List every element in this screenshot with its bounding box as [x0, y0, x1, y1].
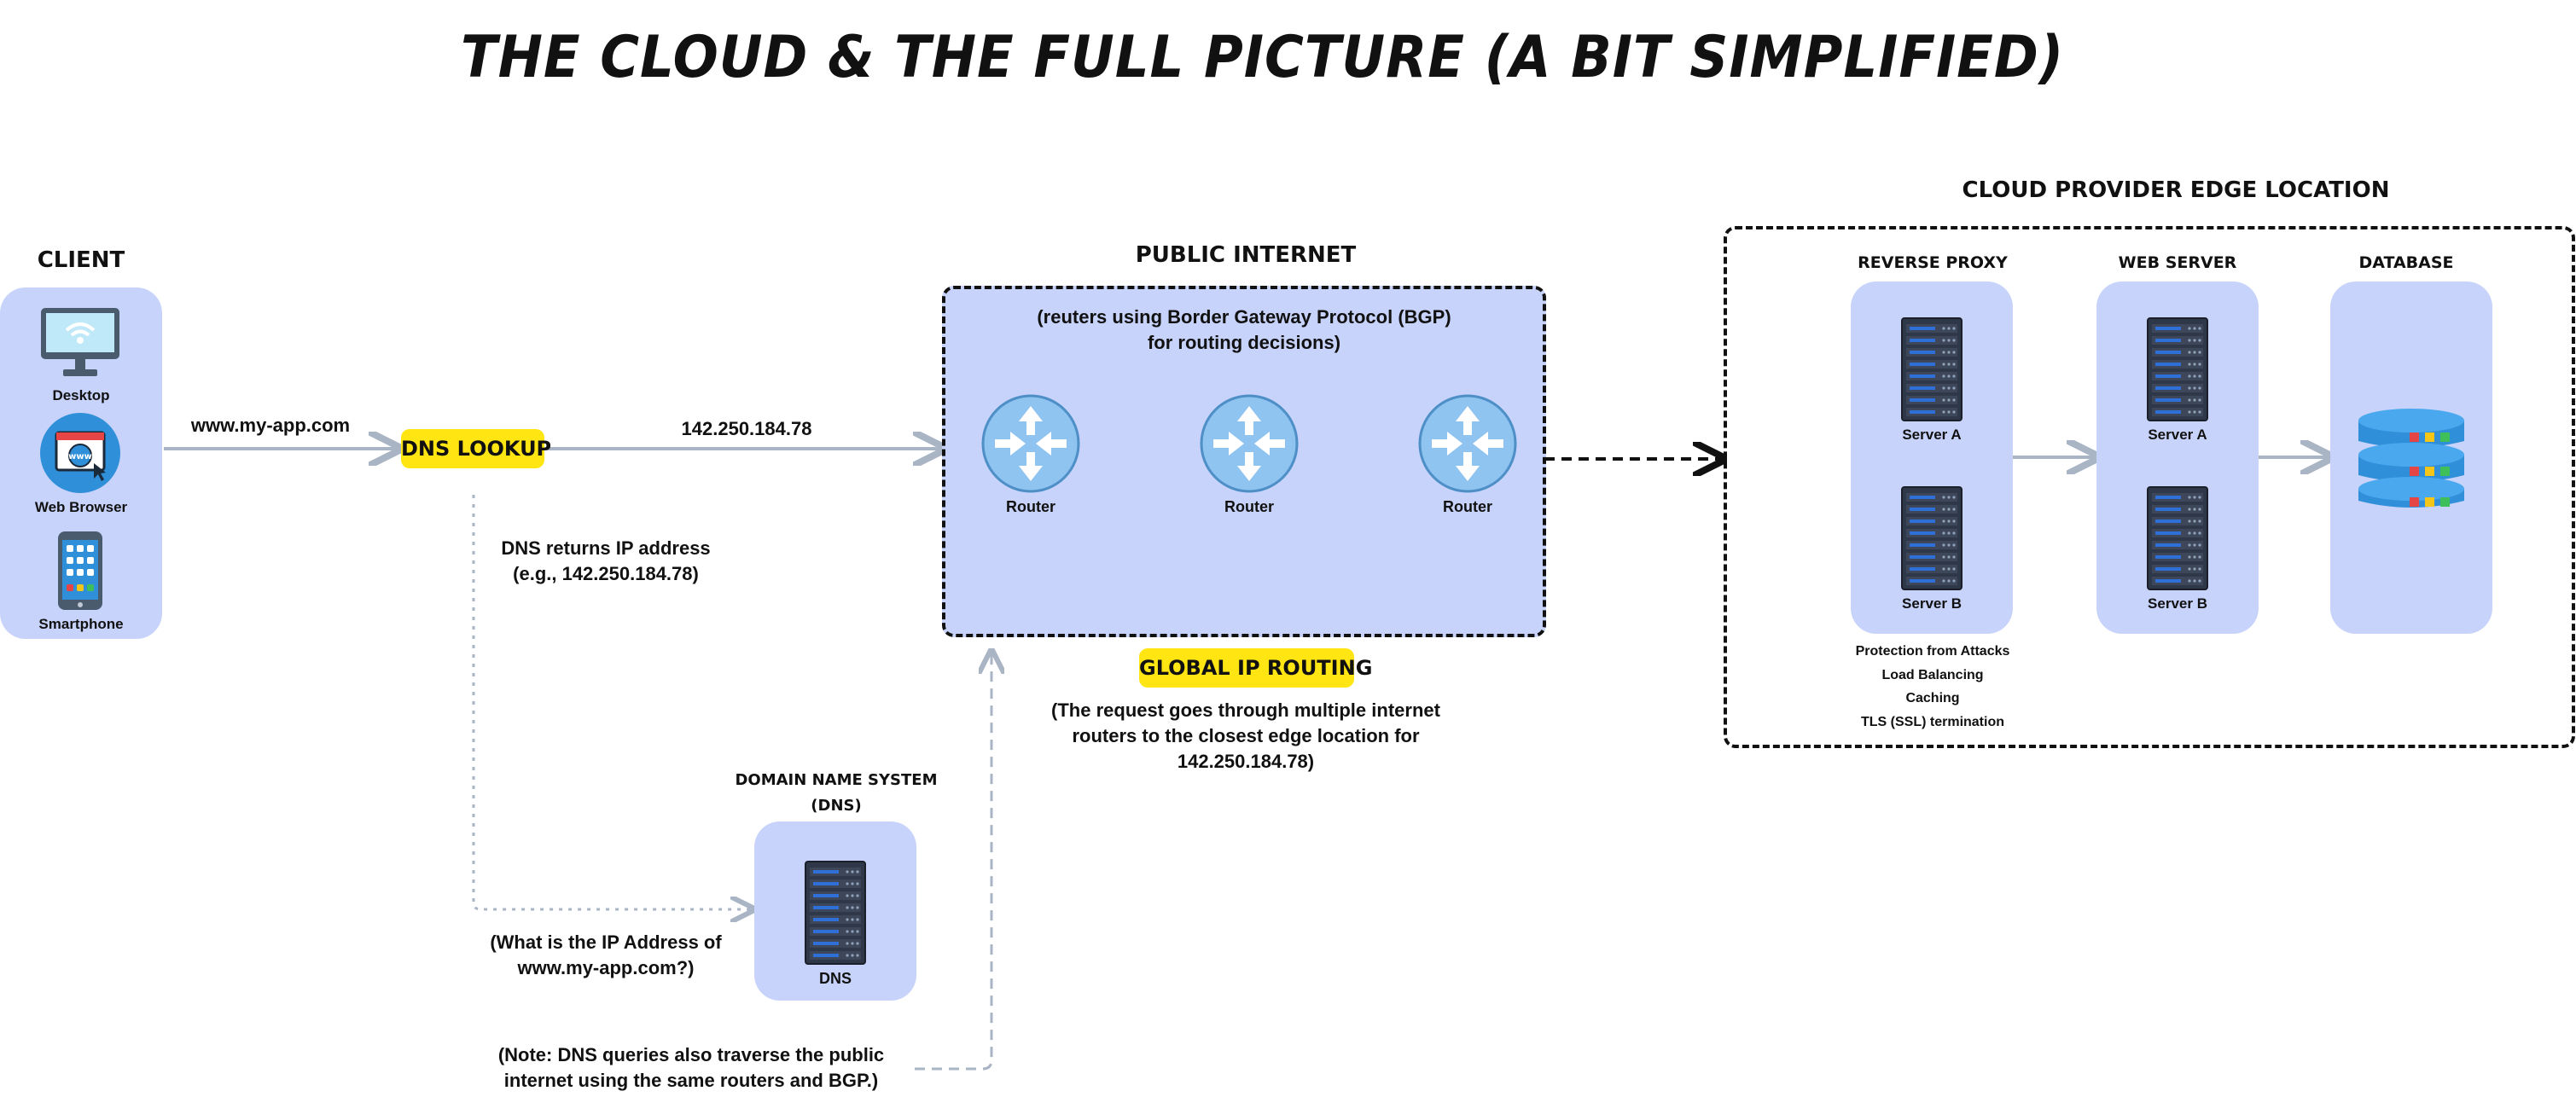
dns-lookup-tag: DNS LOOKUP: [401, 429, 551, 468]
dns-heading: DOMAIN NAME SYSTEM (DNS): [734, 768, 939, 819]
feature-item: Caching: [1905, 691, 1960, 705]
database-panel: [2330, 282, 2492, 634]
note-line: (e.g., 142.250.184.78): [513, 563, 699, 584]
note-line: routers to the closest edge location for: [1072, 725, 1420, 746]
database-icon: [2353, 403, 2469, 514]
dns-heading-line: (DNS): [811, 797, 862, 815]
device-label: Smartphone: [38, 616, 124, 632]
web-browser-icon: www: [39, 412, 121, 494]
router-icon: [1418, 394, 1517, 493]
client-panel: Desktop www Web Browser Smartphone: [0, 287, 162, 639]
note-line: (What is the IP Address of: [490, 932, 722, 953]
device-label: Web Browser: [34, 499, 128, 515]
feature-item: TLS (SSL) termination: [1861, 714, 2004, 729]
svg-text:www: www: [68, 452, 92, 461]
page-title: The Cloud & The Full Picture (A Bit Simp…: [461, 24, 2065, 91]
server-label: Server B: [2148, 595, 2207, 612]
internet-box: (reuters using Border Gateway Protocol (…: [942, 286, 1546, 637]
dns-server-label: DNS: [818, 970, 852, 987]
device-label: Desktop: [52, 387, 110, 403]
reverse-proxy-features: Protection from Attacks Load Balancing C…: [1826, 640, 2039, 734]
note-line: internet using the same routers and BGP.…: [503, 1070, 879, 1091]
router-label: Router: [1224, 498, 1274, 515]
dns-traverse-note: (Note: DNS queries also traverse the pub…: [478, 1042, 904, 1094]
database-heading: DATABASE: [2358, 253, 2454, 272]
global-ip-routing-tag: GLOBAL IP ROUTING: [1139, 648, 1372, 688]
web-server-heading: WEB SERVER: [2118, 253, 2237, 272]
router-icon: [1200, 394, 1299, 493]
dns-heading-line: DOMAIN NAME SYSTEM: [735, 771, 938, 789]
note-line: 142.250.184.78): [1177, 751, 1315, 772]
internet-subtitle: (reuters using Border Gateway Protocol (…: [997, 305, 1492, 356]
smartphone-icon: [56, 530, 104, 612]
server-icon: [1901, 317, 1963, 421]
reverse-proxy-heading: REVERSE PROXY: [1858, 253, 2008, 272]
internet-heading: PUBLIC INTERNET: [1135, 242, 1357, 268]
client-heading: CLIENT: [37, 247, 125, 273]
dns-panel: DNS: [754, 821, 916, 1001]
reverse-proxy-panel: Server A Server B: [1851, 282, 2013, 634]
server-icon: [805, 861, 866, 965]
arrow-dns-query: [472, 495, 751, 909]
router-label: Router: [1006, 498, 1055, 515]
dns-question-note: (What is the IP Address of www.my-app.co…: [478, 930, 734, 981]
server-label: Server A: [2148, 427, 2207, 443]
arrow-dns-note-to-internet: [915, 653, 991, 1071]
feature-item: Load Balancing: [1881, 667, 1984, 682]
ip-address-label: 142.250.184.78: [681, 418, 812, 439]
desktop-icon: [38, 306, 123, 380]
routing-note: (The request goes through multiple inter…: [1024, 698, 1468, 775]
subtitle-line: for routing decisions): [1147, 332, 1341, 353]
note-line: DNS returns IP address: [501, 537, 711, 559]
server-icon: [2147, 317, 2208, 421]
domain-label: www.my-app.com: [190, 415, 351, 436]
subtitle-line: (reuters using Border Gateway Protocol (…: [1037, 306, 1451, 328]
note-line: (The request goes through multiple inter…: [1051, 699, 1440, 721]
server-label: Server B: [1902, 595, 1962, 612]
feature-item: Protection from Attacks: [1855, 644, 2010, 659]
router-icon: [981, 394, 1080, 493]
note-line: (Note: DNS queries also traverse the pub…: [497, 1044, 885, 1065]
router-label: Router: [1443, 498, 1492, 515]
server-icon: [1901, 486, 1963, 590]
server-icon: [2147, 486, 2208, 590]
server-label: Server A: [1902, 427, 1962, 443]
note-line: www.my-app.com?): [517, 957, 695, 978]
dns-returns-note: DNS returns IP address (e.g., 142.250.18…: [478, 536, 734, 587]
edge-box: [1724, 226, 2575, 748]
edge-heading: CLOUD PROVIDER EDGE LOCATION: [1962, 177, 2390, 203]
web-server-panel: Server A Server B: [2096, 282, 2259, 634]
